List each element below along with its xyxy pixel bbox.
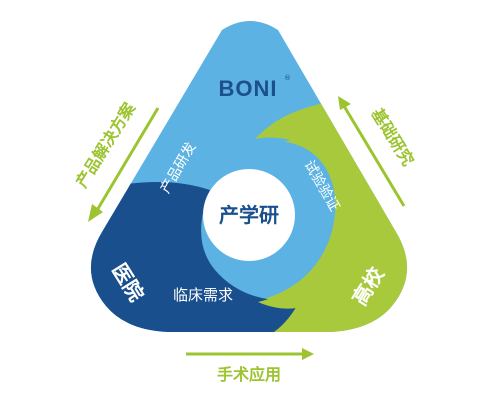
- sector-bottom-label: 临床需求: [173, 286, 233, 304]
- center-label: 产学研: [219, 203, 279, 227]
- swirl-lime-tail: [258, 215, 355, 309]
- flow-bottom: 手术应用: [186, 348, 314, 384]
- flow-left-arrow-line: [94, 107, 160, 213]
- center-circle: [203, 169, 295, 261]
- sector-bottom-fill: [90, 182, 300, 332]
- flow-left-label: 产品解决方案: [72, 99, 140, 191]
- triangle-body: [90, 21, 408, 332]
- flow-bottom-arrow-head: [302, 348, 314, 360]
- flow-right-arrow-head: [338, 96, 351, 110]
- logo-registered-mark: ®: [284, 74, 291, 82]
- flow-right-arrow-line: [342, 105, 406, 207]
- flow-bottom-label: 手术应用: [217, 365, 281, 384]
- boni-logo: BONI ®: [219, 74, 292, 101]
- flow-left-arrow-head: [88, 204, 103, 222]
- logo-text: BONI: [219, 76, 278, 101]
